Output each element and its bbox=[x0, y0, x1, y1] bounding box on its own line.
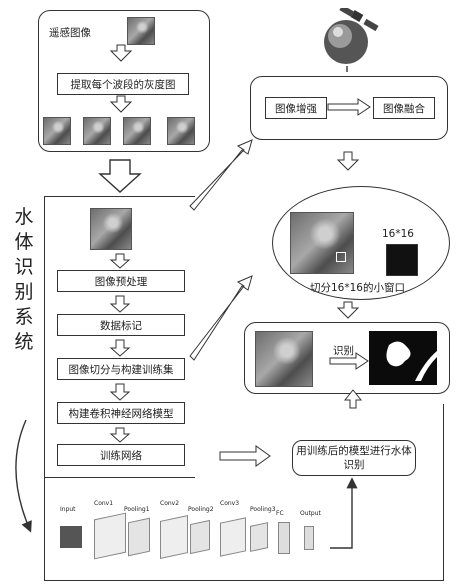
band-thumbnail-1 bbox=[43, 117, 71, 145]
cnn-layer-7 bbox=[278, 522, 290, 554]
band-thumbnail-4 bbox=[167, 117, 195, 145]
band-thumbnail-3 bbox=[123, 117, 151, 145]
cnn-layer-5 bbox=[220, 517, 246, 557]
recognize-label: 识别 bbox=[333, 345, 354, 357]
band-thumbnail-2 bbox=[83, 117, 111, 145]
step-preprocess: 图像预处理 bbox=[57, 270, 185, 292]
cnn-label-fc: FC bbox=[276, 510, 284, 517]
cnn-label-output: Output bbox=[300, 510, 321, 517]
window-caption: 切分16*16的小窗口 bbox=[310, 282, 405, 294]
source-title: 遥感图像 bbox=[49, 27, 91, 39]
cnn-layer-6 bbox=[250, 522, 268, 552]
recognition-output-image bbox=[369, 331, 437, 385]
image-source-box: 遥感图像 提取每个波段的灰度图 bbox=[38, 10, 210, 152]
cnn-input-block bbox=[60, 526, 82, 548]
pipeline-box bbox=[44, 196, 195, 478]
step-split-trainset: 图像切分与构建训练集 bbox=[57, 358, 185, 380]
window-split-ellipse bbox=[272, 186, 450, 300]
input-image-thumbnail bbox=[90, 208, 132, 250]
cnn-label-conv3: Conv3 bbox=[220, 500, 240, 507]
cnn-label-conv2: Conv2 bbox=[160, 500, 180, 507]
remote-sensing-thumbnail bbox=[127, 17, 155, 45]
cnn-layer-2 bbox=[128, 517, 150, 557]
step-label-data: 数据标记 bbox=[57, 314, 185, 336]
enhance-fusion-box: 图像增强 图像融合 bbox=[250, 76, 448, 140]
cnn-layer-4 bbox=[190, 519, 210, 555]
water-recognition-result: 用训练后的模型进行水体识别 bbox=[292, 440, 416, 476]
recognition-input-image bbox=[255, 331, 313, 387]
satellite-icon bbox=[318, 4, 380, 70]
cnn-label-input: Input bbox=[60, 506, 76, 513]
cnn-label-conv1: Conv1 bbox=[94, 500, 114, 507]
split-source-image bbox=[290, 212, 354, 274]
image-enhance-step: 图像增强 bbox=[265, 97, 327, 119]
cnn-layer-8 bbox=[304, 526, 314, 550]
cnn-label-pool2: Pooling2 bbox=[188, 506, 214, 513]
extract-gray-step: 提取每个波段的灰度图 bbox=[57, 73, 189, 95]
bottom-frame bbox=[44, 404, 444, 581]
image-fusion-step: 图像融合 bbox=[373, 97, 435, 119]
window-size-label: 16*16 bbox=[382, 228, 414, 240]
side-title: 水体识别系统 bbox=[14, 206, 34, 353]
recognition-box: 识别 bbox=[244, 322, 450, 394]
cnn-label-pool3: Pooling3 bbox=[250, 506, 276, 513]
cnn-label-pool1: Pooling1 bbox=[124, 506, 150, 513]
cnn-layer-1 bbox=[94, 512, 126, 560]
cnn-layer-3 bbox=[160, 515, 188, 559]
cnn-architecture: Input Conv1 Pooling1 Conv2 Pooling2 Conv… bbox=[60, 500, 360, 562]
step-build-cnn: 构建卷积神经网络模型 bbox=[57, 402, 185, 424]
window-patch bbox=[386, 244, 418, 276]
step-train: 训练网络 bbox=[57, 444, 185, 466]
small-window-marker bbox=[336, 252, 346, 262]
